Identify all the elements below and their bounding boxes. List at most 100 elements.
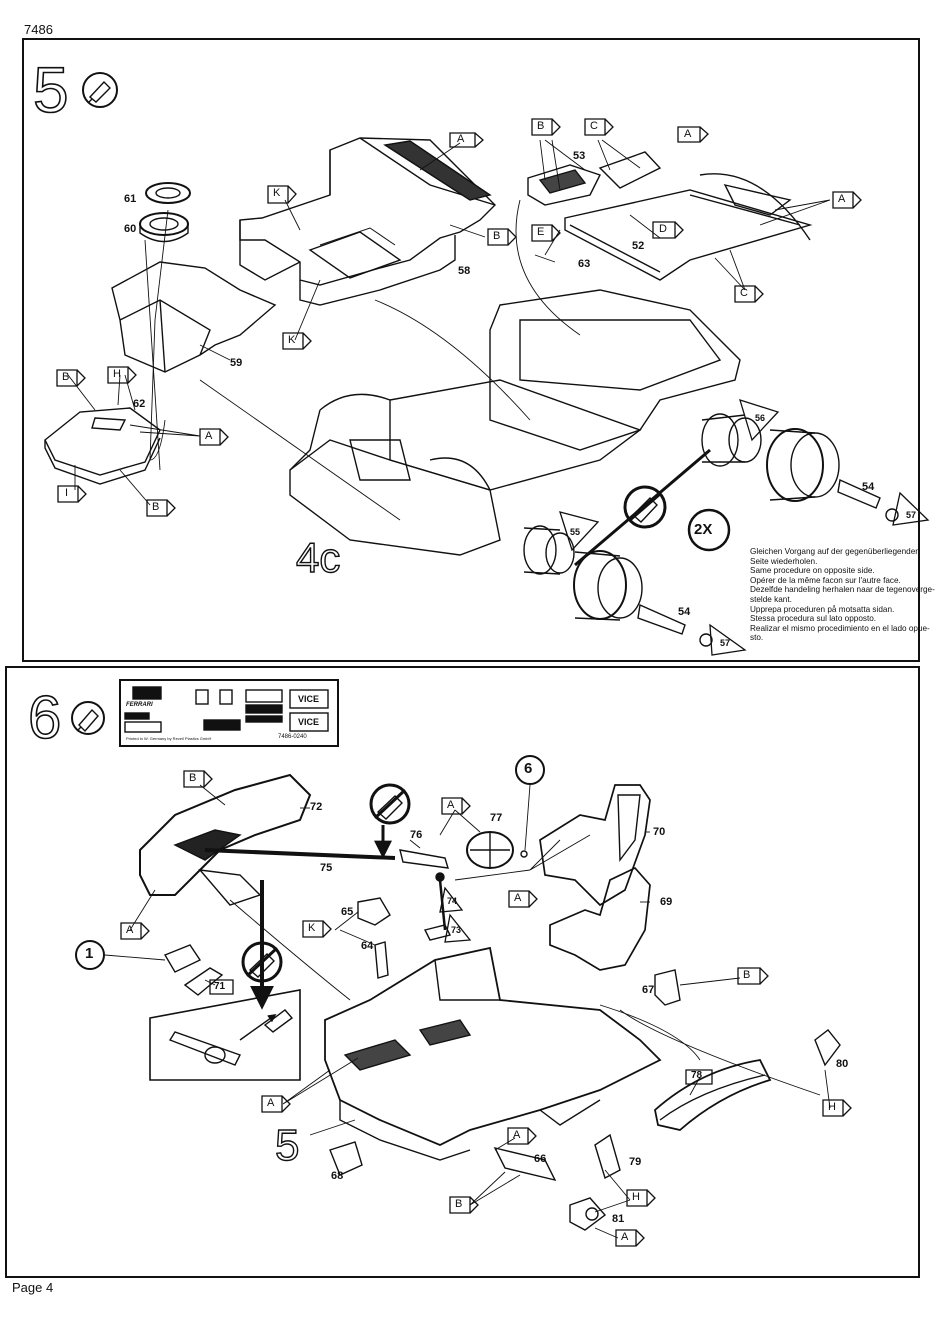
part-number: 76 — [410, 829, 423, 841]
callout-label: 6 — [524, 760, 533, 777]
decal-plate: VICE — [298, 694, 320, 704]
part-number: 68 — [331, 1170, 344, 1182]
tag-letter: A — [447, 799, 455, 811]
part-number: 58 — [458, 265, 471, 277]
rear-wheel-lower — [523, 525, 713, 647]
no-glue-icon-step6 — [369, 783, 411, 825]
chassis-frame — [289, 289, 741, 556]
part-number: 70 — [653, 826, 666, 838]
procedure-note: Gleichen Vorgang auf der gegenüberliegen… — [750, 547, 935, 643]
part-number: 57 — [720, 638, 731, 648]
part-66 — [493, 1146, 557, 1182]
part-number: 54 — [678, 606, 691, 618]
interior-tub-part-58 — [239, 137, 496, 306]
part-number: 61 — [124, 193, 137, 205]
callout-1 — [75, 940, 105, 970]
tag-letter: A — [457, 133, 465, 145]
part-number: 72 — [310, 801, 323, 813]
part-number: 75 — [320, 862, 333, 874]
step-5-panel — [22, 38, 920, 662]
tag-letter: B — [62, 371, 70, 383]
decal-code: 7486-0240 — [278, 734, 307, 740]
part-number: 80 — [836, 1058, 849, 1070]
decal-imprint: Printed in W. Germany by Revell Plastics… — [126, 736, 212, 741]
tag-letter: B — [152, 501, 160, 513]
callout-6 — [515, 755, 545, 785]
steering-column-part-75 — [204, 831, 528, 869]
part-80-mirror — [814, 1029, 841, 1067]
part-81 — [569, 1197, 607, 1231]
part-number: 60 — [124, 223, 137, 235]
part-number: 67 — [642, 984, 655, 996]
rear-frame-part-52 — [564, 173, 813, 281]
tag-letter: H — [113, 368, 121, 380]
tag-letter: A — [621, 1231, 629, 1243]
part-number: 64 — [361, 940, 374, 952]
part-68 — [329, 1141, 363, 1176]
multiplier-badge — [687, 508, 731, 552]
part-number: 74 — [447, 896, 458, 906]
tag-letter: A — [267, 1097, 275, 1109]
fender-part-78 — [654, 1059, 772, 1131]
tag-letter: E — [537, 226, 545, 238]
part-number: 69 — [660, 896, 673, 908]
part-number: 52 — [632, 240, 645, 252]
tag-letter: K — [288, 334, 296, 346]
part-number: 65 — [341, 906, 354, 918]
interior-floor-step6 — [324, 946, 662, 1161]
no-glue-icon — [623, 485, 667, 529]
seat-part-69 — [549, 866, 651, 971]
tag-letter: A — [684, 128, 692, 140]
part-number: 79 — [629, 1156, 642, 1168]
part-79 — [594, 1133, 621, 1180]
part-number: 73 — [451, 925, 462, 935]
decal-brand: FERRARI — [126, 702, 153, 708]
part-65 — [357, 897, 391, 926]
part-1-gauge — [163, 944, 202, 973]
tag-letter: I — [65, 487, 69, 499]
part-number: 81 — [612, 1213, 625, 1225]
part-64 — [374, 941, 389, 979]
doc-number: 7486 — [24, 22, 53, 37]
part-61-wheel-icon — [139, 182, 191, 243]
tag-letter: K — [273, 187, 281, 199]
tag-letter: B — [189, 772, 197, 784]
part-number: 77 — [490, 812, 503, 824]
part-number: 78 — [691, 1070, 703, 1081]
step-number-6: 6 — [27, 684, 62, 751]
part-panel-right — [723, 183, 792, 216]
tag-letter: B — [537, 120, 545, 132]
rear-bulkhead-part-59 — [111, 261, 277, 373]
tag-group-step5 — [56, 118, 862, 517]
part-71 — [183, 967, 224, 996]
step-6-panel — [5, 666, 920, 1278]
gear-lever-part-74 — [438, 879, 447, 931]
tag-letter: B — [455, 1198, 463, 1210]
part-number: 53 — [573, 150, 586, 162]
part-number: 54 — [862, 481, 875, 493]
part-number: 66 — [534, 1153, 547, 1165]
tag-letter: B — [743, 969, 751, 981]
decal-plate: VICE — [298, 717, 320, 727]
part-number: 57 — [906, 510, 917, 520]
tag-letter: B — [493, 230, 501, 242]
part-number: 71 — [214, 981, 226, 992]
part-number: 56 — [755, 413, 766, 423]
detail-inset — [149, 989, 301, 1081]
rear-wheel-upper — [701, 413, 899, 522]
tag-letter: A — [838, 193, 846, 205]
decal-sheet — [119, 679, 339, 747]
tag-letter: D — [659, 223, 667, 235]
tag-letter: H — [828, 1101, 836, 1113]
tag-letter: H — [632, 1191, 640, 1203]
tag-letter: A — [514, 892, 522, 904]
page-label: Page 4 — [12, 1280, 54, 1295]
part-number: 55 — [570, 527, 581, 537]
part-number: 62 — [133, 398, 146, 410]
glue-icon — [82, 72, 118, 108]
floor-plate-part-62 — [44, 407, 161, 485]
part-panel-top — [598, 151, 662, 189]
tag-letter: A — [126, 924, 134, 936]
assembly-ref-5: 5 — [274, 1121, 300, 1170]
